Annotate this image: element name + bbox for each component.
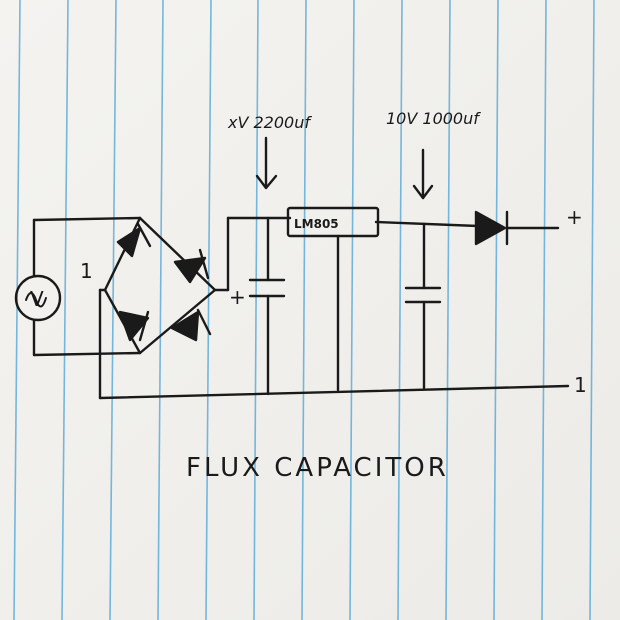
output-negative-label: 1 [574,373,587,397]
bridge-diode-2 [173,248,210,284]
bottom-left-wire [32,351,142,357]
regulator-label: LM805 [294,217,339,231]
bridge-diode-4 [170,308,212,342]
bridge-diode-1 [116,222,152,258]
regulator [286,206,380,392]
capacitor-2-label: 10V 1000uf [386,109,481,128]
diagram-title: FLUX CAPACITOR [186,453,449,483]
ground-rail [98,384,570,400]
regulator-box [286,206,380,238]
bridge-bottom-right-edge [138,288,217,355]
capacitor-1 [248,216,286,396]
ruled-lines [13,0,595,620]
bridge-top-right-edge [138,216,217,292]
ac-source [14,216,142,357]
arrow-to-regulator-output [412,148,434,200]
capacitor-2 [404,222,442,390]
bridge-top-left-edge [103,216,142,292]
output-diode [474,210,509,246]
capacitor-1-label: xV 2200uf [227,113,312,132]
source-number-label: 1 [80,259,93,283]
arrow-to-capacitor-1 [255,136,278,190]
positive-rail-right [374,220,480,228]
output-positive-label: + [566,205,583,229]
ac-source-circle [14,274,62,322]
bridge-diode-3 [118,310,150,342]
capacitor-polarity-label: + [229,285,246,309]
source-symbol: V [30,287,44,311]
top-left-wire [32,216,142,222]
bridge-rectifier [98,216,230,400]
ac-source-squiggle [25,292,47,308]
